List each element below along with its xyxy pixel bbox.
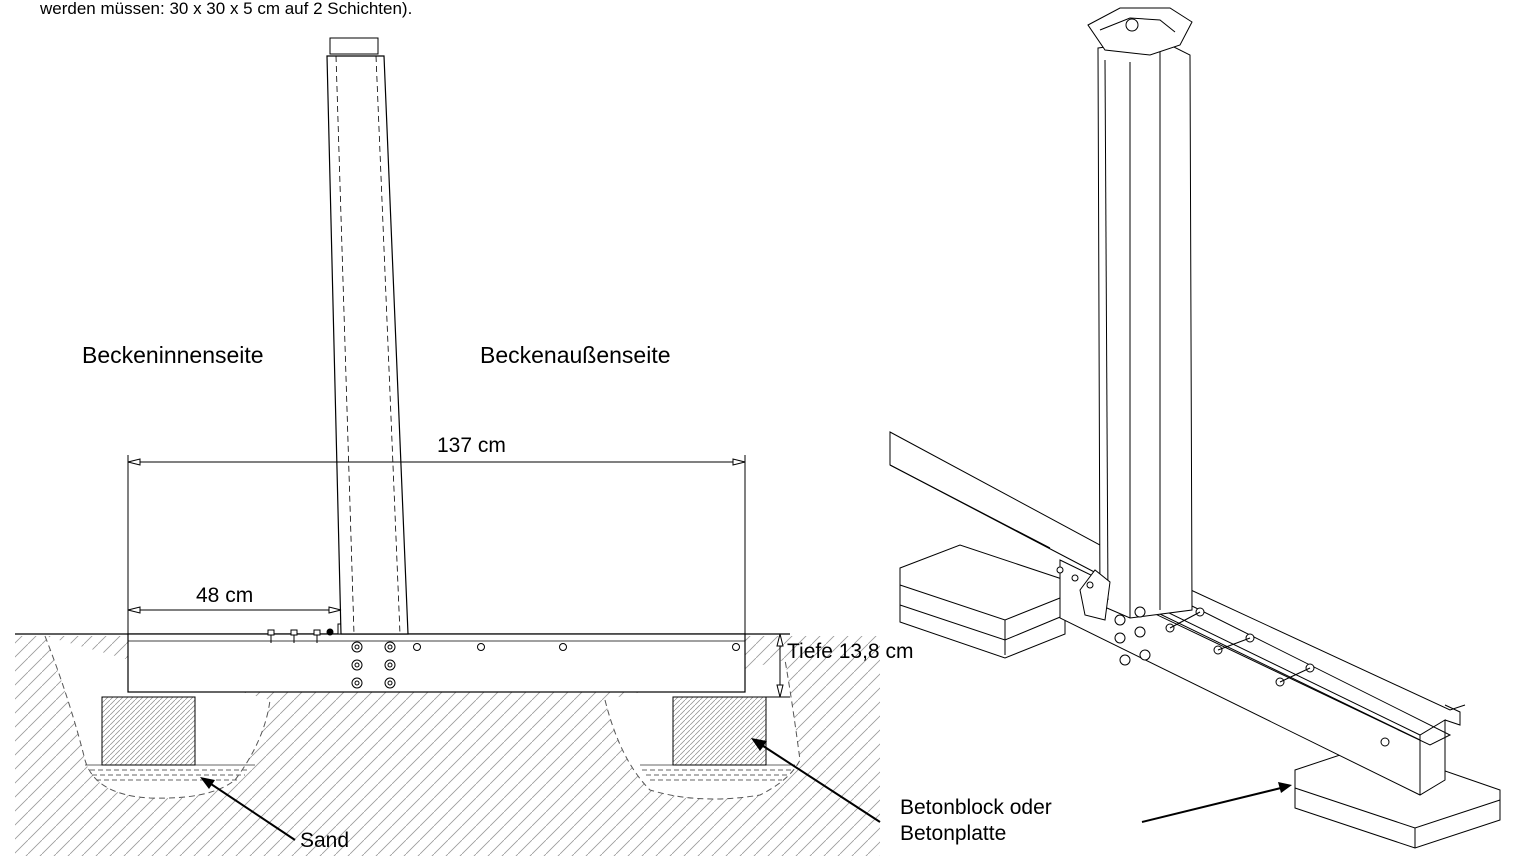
- vertical-post: [326, 37, 409, 635]
- label-concrete-line1: Betonblock oder: [900, 796, 1052, 819]
- concrete-arrow-right: [1141, 782, 1292, 823]
- iso-beam-left: [889, 431, 1101, 576]
- right-concrete-block: [672, 696, 767, 766]
- dimension-137: [127, 455, 746, 634]
- iso-post: [1097, 39, 1193, 619]
- label-width-total: 137 cm: [437, 434, 506, 457]
- label-inside: Beckeninnenseite: [82, 342, 264, 368]
- iso-rods: [1169, 611, 1311, 683]
- dimension-depth: [745, 633, 790, 698]
- label-concrete-line2: Betonplatte: [900, 822, 1007, 845]
- caption-text: werden müssen: 30 x 30 x 5 cm auf 2 Schi…: [40, 0, 413, 18]
- label-width-left: 48 cm: [196, 584, 254, 607]
- iso-top-cap: [1087, 7, 1193, 56]
- iso-bolts: [1056, 566, 1390, 747]
- concrete-arrow-left: [751, 738, 881, 823]
- base-rail: [127, 633, 746, 693]
- iso-block-left: [899, 544, 1066, 641]
- label-depth: Tiefe 13,8 cm: [787, 640, 914, 663]
- iso-bracket: [1079, 569, 1111, 621]
- label-sand: Sand: [300, 829, 350, 852]
- left-concrete-block: [101, 696, 196, 766]
- dimension-48: [127, 606, 342, 614]
- isometric-view: [889, 7, 1501, 849]
- rail-bolts: [351, 641, 740, 689]
- section-view: [15, 37, 881, 856]
- sand-arrow: [200, 777, 296, 841]
- label-outside: Beckenaußenseite: [480, 342, 671, 368]
